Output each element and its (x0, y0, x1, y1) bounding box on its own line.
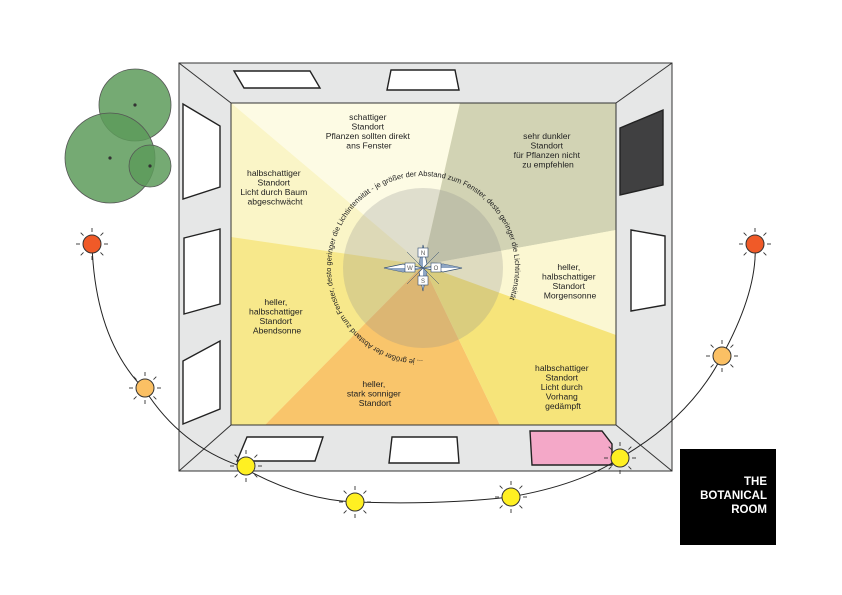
window-top-right-dark (619, 108, 664, 196)
zone-top-center (231, 103, 460, 265)
sun-icon (230, 450, 262, 482)
sun-icon (706, 340, 738, 372)
compass-rose: N S W O (383, 244, 463, 292)
zone-left (231, 237, 423, 425)
label-top-right: sehr dunkler Standort für Pflanzen nicht… (514, 131, 583, 170)
sun-icon (495, 481, 527, 513)
zone-bottom-right (423, 265, 616, 425)
windows (182, 69, 666, 466)
zone-bottom-center (265, 265, 500, 425)
window-left-middle (183, 228, 221, 315)
window-left-upper (182, 102, 221, 200)
label-upper-left: halbschattiger Standort Licht durch Baum… (240, 168, 309, 207)
sun-icon (76, 228, 108, 260)
logo-line-2: BOTANICAL (700, 490, 767, 502)
window-top-left (232, 70, 322, 89)
compass-north: N (421, 251, 425, 257)
sun-icon (339, 486, 371, 518)
sun-icon (129, 372, 161, 404)
sun-icon (604, 442, 636, 474)
compass-west: W (407, 266, 413, 272)
zone-labels: schattiger Standort Pflanzen sollten dir… (240, 112, 598, 411)
window-bottom-right-curtain (529, 430, 613, 466)
compass-south: S (421, 279, 425, 285)
tree-icon (64, 68, 172, 204)
zone-right (423, 230, 616, 335)
label-right: heller, halbschattiger Standort Morgenso… (542, 262, 598, 301)
window-bottom-left (235, 436, 324, 462)
zone-top-right (423, 103, 616, 265)
sun-positions (76, 228, 771, 518)
window-bottom-center (388, 436, 460, 464)
botanical-room-logo: THE BOTANICAL ROOM (680, 449, 776, 545)
logo-line-1: THE (744, 476, 767, 488)
zone-upper-left (231, 103, 423, 265)
window-top-center (386, 69, 460, 91)
label-bottom-right: halbschattiger Standort Licht durch Vorh… (535, 363, 591, 411)
label-top-center: schattiger Standort Pflanzen sollten dir… (326, 112, 412, 151)
sun-icon (739, 228, 771, 260)
window-left-lower (182, 339, 221, 426)
label-left: heller, halbschattiger Standort Abendson… (249, 297, 305, 336)
label-bottom-center: heller, stark sonniger Standort (347, 379, 403, 408)
window-right-middle (630, 229, 666, 312)
compass-east: O (434, 266, 439, 272)
logo-line-3: ROOM (731, 504, 767, 516)
